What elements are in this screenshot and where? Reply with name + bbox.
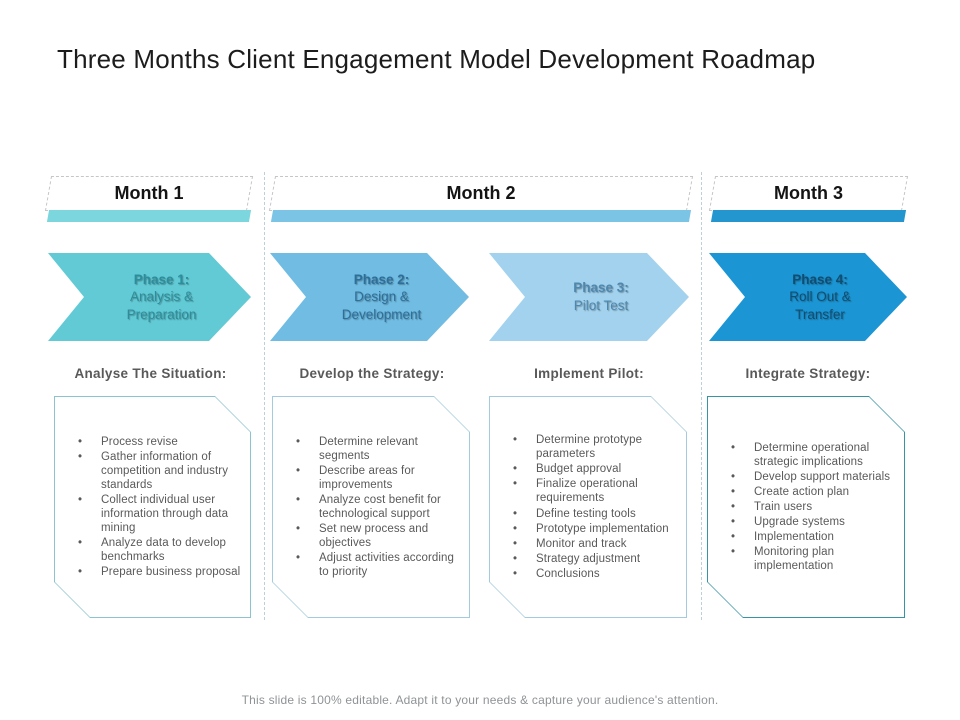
list-item: Upgrade systems [708, 515, 898, 529]
list-item: Finalize operational requirements [490, 477, 680, 505]
list-item: Budget approval [490, 462, 680, 476]
month-color-bar [270, 210, 692, 222]
month-header-3: Month 3 [708, 176, 909, 222]
phase-title: Phase 2: [353, 271, 410, 287]
list-item: Train users [708, 500, 898, 514]
phase-subtitle: Design & Development [341, 289, 422, 322]
list-item: Create action plan [708, 485, 898, 499]
list-item: Adjust activities according to priority [273, 551, 463, 579]
month-separator-line [701, 172, 702, 620]
list-item: Set new process and objectives [273, 522, 463, 550]
month-header-1: Month 1 [44, 176, 254, 222]
phase-title: Phase 4: [792, 271, 848, 287]
phase-title: Phase 1: [133, 271, 190, 287]
page-title: Three Months Client Engagement Model Dev… [57, 44, 816, 74]
bullet-box-4: Determine operational strategic implicat… [707, 396, 905, 618]
column-header-integrate: Integrate Strategy: [745, 366, 871, 381]
list-item: Prepare business proposal [55, 565, 244, 579]
bullet-list: Process revise Gather information of com… [55, 434, 250, 580]
list-item: Describe areas for improvements [273, 464, 463, 492]
list-item: Monitor and track [490, 537, 680, 551]
bullet-box-3: Determine prototype parameters Budget ap… [489, 396, 687, 618]
bullet-list: Determine relevant segments Describe are… [273, 434, 469, 580]
bullet-box-2: Determine relevant segments Describe are… [272, 396, 470, 618]
month-label: Month 3 [774, 182, 843, 203]
phase-arrow-4: Phase 4: Roll Out & Transfer [709, 253, 907, 341]
list-item: Determine prototype parameters [490, 433, 680, 461]
bullet-box-inner: Determine prototype parameters Budget ap… [490, 397, 686, 617]
month-color-bar [710, 210, 907, 222]
list-item: Prototype implementation [490, 522, 680, 536]
list-item: Conclusions [490, 567, 680, 581]
phase-arrow-1: Phase 1: Analysis & Preparation [48, 253, 251, 341]
month-color-bar [46, 210, 252, 222]
footer-note: This slide is 100% editable. Adapt it to… [241, 693, 719, 707]
list-item: Process revise [55, 435, 244, 449]
list-item: Collect individual user information thro… [55, 493, 244, 535]
phase-arrow-3: Phase 3: Pilot Test [489, 253, 689, 341]
bullet-list: Determine prototype parameters Budget ap… [490, 432, 686, 581]
month-label: Month 2 [446, 182, 516, 203]
list-item: Strategy adjustment [490, 552, 680, 566]
column-header-implement: Implement Pilot: [534, 366, 644, 381]
bullet-box-inner: Process revise Gather information of com… [55, 397, 250, 617]
bullet-box-inner: Determine operational strategic implicat… [708, 397, 904, 617]
bullet-list: Determine operational strategic implicat… [708, 440, 904, 574]
bullet-box-inner: Determine relevant segments Describe are… [273, 397, 469, 617]
month-separator-line [264, 172, 265, 620]
phase-subtitle: Roll Out & Transfer [789, 289, 851, 322]
list-item: Analyze cost benefit for technological s… [273, 493, 463, 521]
list-item: Monitoring plan implementation [708, 545, 898, 573]
list-item: Develop support materials [708, 470, 898, 484]
list-item: Determine relevant segments [273, 435, 463, 463]
month-header-2: Month 2 [268, 176, 694, 222]
list-item: Analyze data to develop benchmarks [55, 536, 244, 564]
list-item: Define testing tools [490, 507, 680, 521]
bullet-box-1: Process revise Gather information of com… [54, 396, 251, 618]
phase-title: Phase 3: [573, 280, 629, 296]
phase-arrow-2: Phase 2: Design & Development [270, 253, 469, 341]
list-item: Determine operational strategic implicat… [708, 441, 898, 469]
list-item: Gather information of competition and in… [55, 450, 244, 492]
phase-subtitle: Analysis & Preparation [126, 289, 197, 322]
month-label: Month 1 [114, 182, 184, 203]
column-header-analyse: Analyse The Situation: [74, 366, 227, 381]
column-header-develop: Develop the Strategy: [299, 366, 445, 381]
phase-subtitle: Pilot Test [573, 298, 629, 313]
list-item: Implementation [708, 530, 898, 544]
